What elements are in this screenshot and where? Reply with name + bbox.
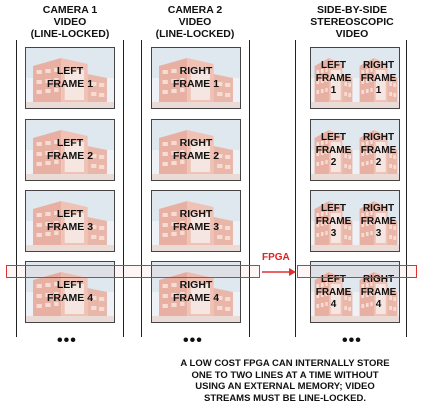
explanatory-note: A LOW COST FPGA CAN INTERNALLY STORE ONE…	[180, 358, 390, 404]
line-buffer-highlight-left	[6, 265, 260, 278]
line-buffer-highlight-right	[297, 265, 417, 278]
frame-label: LEFT FRAME 2	[46, 137, 94, 162]
lane-line	[16, 40, 17, 337]
stereo-right-half: RIGHT FRAME 2	[356, 120, 400, 180]
frame-label: RIGHT FRAME 4	[172, 279, 220, 304]
lane-line	[406, 40, 407, 337]
stereo-left-half: LEFT FRAME 1	[311, 48, 357, 108]
left-frame: LEFT FRAME 1	[25, 47, 115, 109]
stereo-frame: LEFT FRAME 1 RIGHT FRAME 1	[310, 47, 400, 109]
frame-label: LEFT FRAME 4	[46, 279, 94, 304]
stereo-frame: LEFT FRAME 3 RIGHT FRAME 3	[310, 190, 400, 252]
continuation-dots: •••	[183, 332, 203, 349]
stereo-header: SIDE-BY-SIDE STEREOSCOPIC VIDEO	[310, 4, 394, 40]
continuation-dots: •••	[342, 332, 362, 349]
right-frame: RIGHT FRAME 4	[151, 261, 241, 323]
frame-label: RIGHT FRAME 1	[172, 65, 220, 90]
camera1-header: CAMERA 1 VIDEO (LINE-LOCKED)	[30, 4, 110, 40]
frame-label: RIGHT FRAME 2	[360, 132, 397, 168]
right-arrow-icon	[262, 268, 296, 276]
lane-line	[249, 40, 250, 337]
frame-label: RIGHT FRAME 2	[172, 137, 220, 162]
left-frame: LEFT FRAME 2	[25, 119, 115, 181]
frame-label: LEFT FRAME 3	[46, 208, 94, 233]
lane-line	[123, 40, 124, 337]
stereo-left-half: LEFT FRAME 2	[311, 120, 357, 180]
lane-line	[295, 40, 296, 337]
frame-label: RIGHT FRAME 4	[360, 274, 397, 310]
fpga-label: FPGA	[262, 252, 290, 263]
right-frame: RIGHT FRAME 2	[151, 119, 241, 181]
frame-label: LEFT FRAME 2	[315, 132, 352, 168]
left-frame: LEFT FRAME 3	[25, 190, 115, 252]
continuation-dots: •••	[57, 332, 77, 349]
frame-label: RIGHT FRAME 3	[172, 208, 220, 233]
camera2-header: CAMERA 2 VIDEO (LINE-LOCKED)	[155, 4, 235, 40]
right-frame: RIGHT FRAME 1	[151, 47, 241, 109]
frame-label: RIGHT FRAME 1	[360, 60, 397, 96]
frame-label: LEFT FRAME 4	[315, 274, 352, 310]
stereo-left-half: LEFT FRAME 3	[311, 191, 357, 251]
stereo-right-half: RIGHT FRAME 1	[356, 48, 400, 108]
stereo-right-half: RIGHT FRAME 4	[356, 262, 400, 322]
stereo-frame: LEFT FRAME 2 RIGHT FRAME 2	[310, 119, 400, 181]
frame-label: LEFT FRAME 3	[315, 203, 352, 239]
right-frame: RIGHT FRAME 3	[151, 190, 241, 252]
frame-label: LEFT FRAME 1	[315, 60, 352, 96]
frame-label: RIGHT FRAME 3	[360, 203, 397, 239]
frame-label: LEFT FRAME 1	[46, 65, 94, 90]
lane-line	[141, 40, 142, 337]
left-frame: LEFT FRAME 4	[25, 261, 115, 323]
stereo-right-half: RIGHT FRAME 3	[356, 191, 400, 251]
stereo-frame: LEFT FRAME 4 RIGHT FRAME 4	[310, 261, 400, 323]
